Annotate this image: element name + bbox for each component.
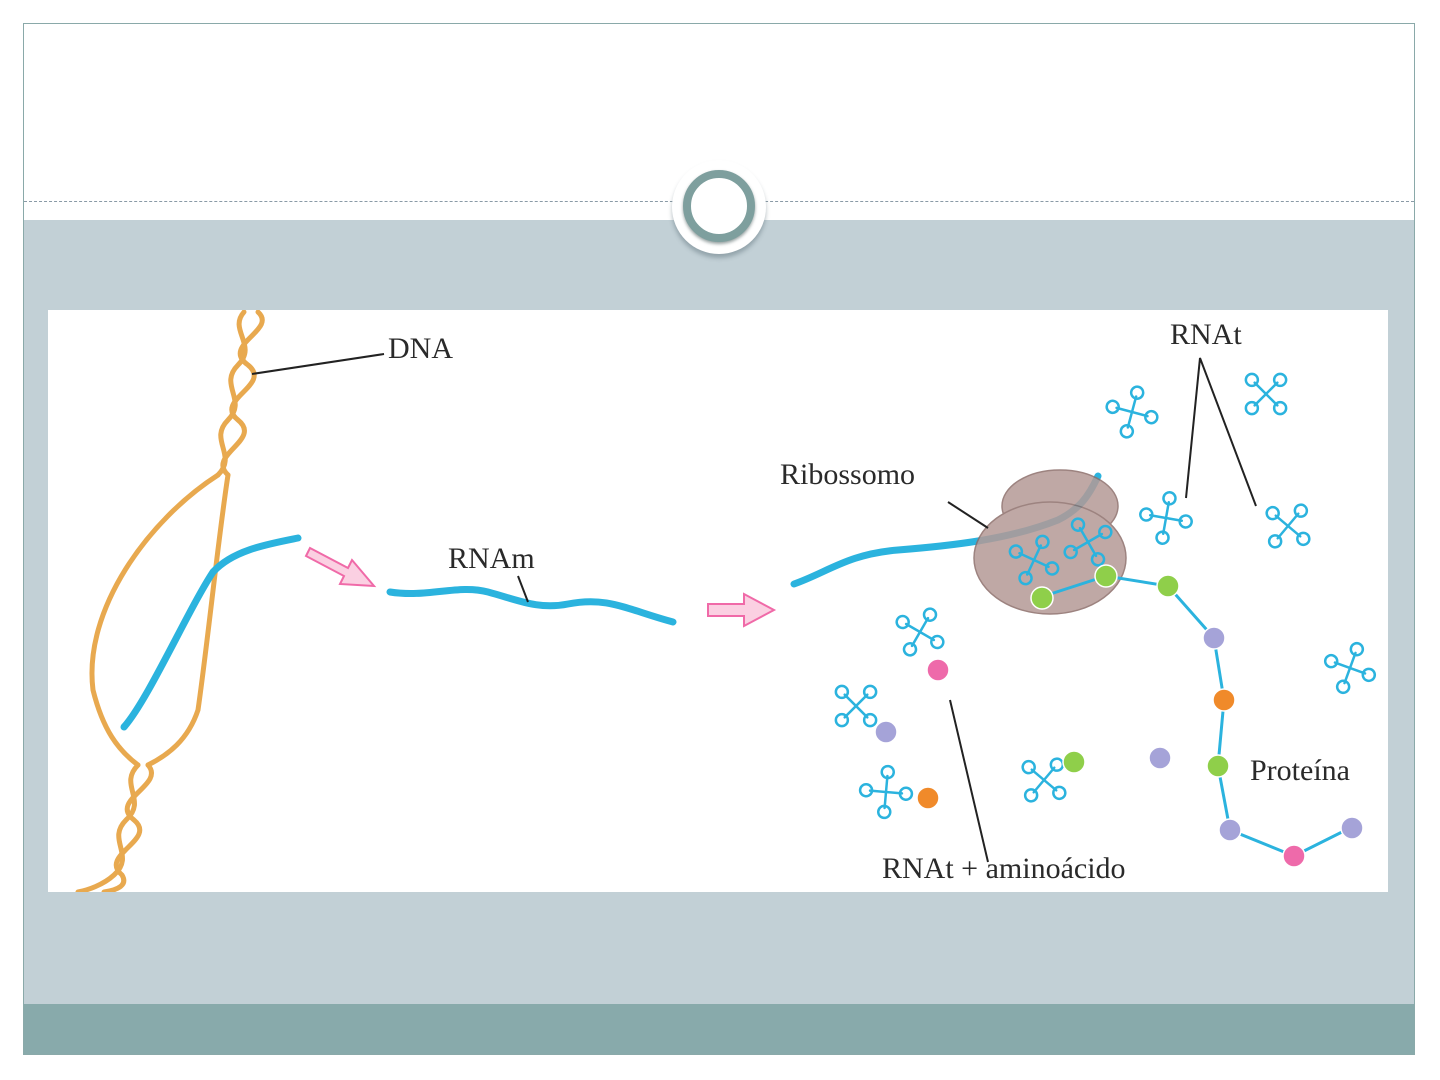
amino-acid	[1213, 689, 1235, 711]
trna-molecule	[1317, 635, 1384, 702]
ribosome-leader-line	[948, 502, 988, 528]
amino-acid	[1207, 755, 1229, 777]
label-mrna: RNAm	[448, 544, 535, 574]
arrow-translation	[708, 594, 774, 626]
mrna-strand-free	[390, 589, 673, 622]
dna-strand-bottom-a	[78, 765, 138, 892]
circle-ornament-ring	[683, 170, 755, 242]
trna-molecule	[1100, 380, 1164, 444]
amino-acid	[1283, 845, 1305, 867]
amino-acid	[1063, 751, 1085, 773]
diagram-drawing	[48, 310, 1388, 892]
amino-acid	[1341, 817, 1363, 839]
dna-leader-line	[252, 354, 384, 374]
dna-loop-left	[92, 475, 218, 765]
dna-strand-bottom-b	[104, 765, 152, 892]
trna-molecule	[1229, 357, 1303, 431]
label-dna: DNA	[388, 334, 453, 364]
label-trna: RNAt	[1170, 320, 1242, 350]
label-protein: Proteína	[1250, 756, 1350, 786]
amino-acid	[1157, 575, 1179, 597]
arrow-transcription	[306, 548, 374, 586]
amino-acid	[917, 787, 939, 809]
amino-acid	[875, 721, 897, 743]
slide-footer	[24, 1004, 1414, 1054]
amino-acid	[1149, 747, 1171, 769]
amino-acid	[1219, 819, 1241, 841]
protein-synthesis-diagram: DNA RNAm Ribossomo RNAt Proteína RNAt + …	[48, 310, 1388, 892]
amino-acid	[927, 659, 949, 681]
mrna-strand-nascent	[124, 538, 298, 727]
trna-amino-leader-line	[950, 700, 988, 862]
amino-acid	[1203, 627, 1225, 649]
slide: DNA RNAm Ribossomo RNAt Proteína RNAt + …	[23, 23, 1415, 1055]
trna-molecule	[884, 596, 955, 667]
label-trna-amino: RNAt + aminoácido	[882, 854, 1126, 884]
amino-acid	[1031, 587, 1053, 609]
amino-acids	[875, 565, 1363, 867]
dna-helix	[78, 312, 262, 892]
protein-chain	[1038, 576, 1350, 856]
trna-molecule	[1251, 489, 1324, 562]
label-ribosome: Ribossomo	[780, 460, 915, 490]
trna-molecule	[858, 764, 914, 820]
amino-acid	[1095, 565, 1117, 587]
